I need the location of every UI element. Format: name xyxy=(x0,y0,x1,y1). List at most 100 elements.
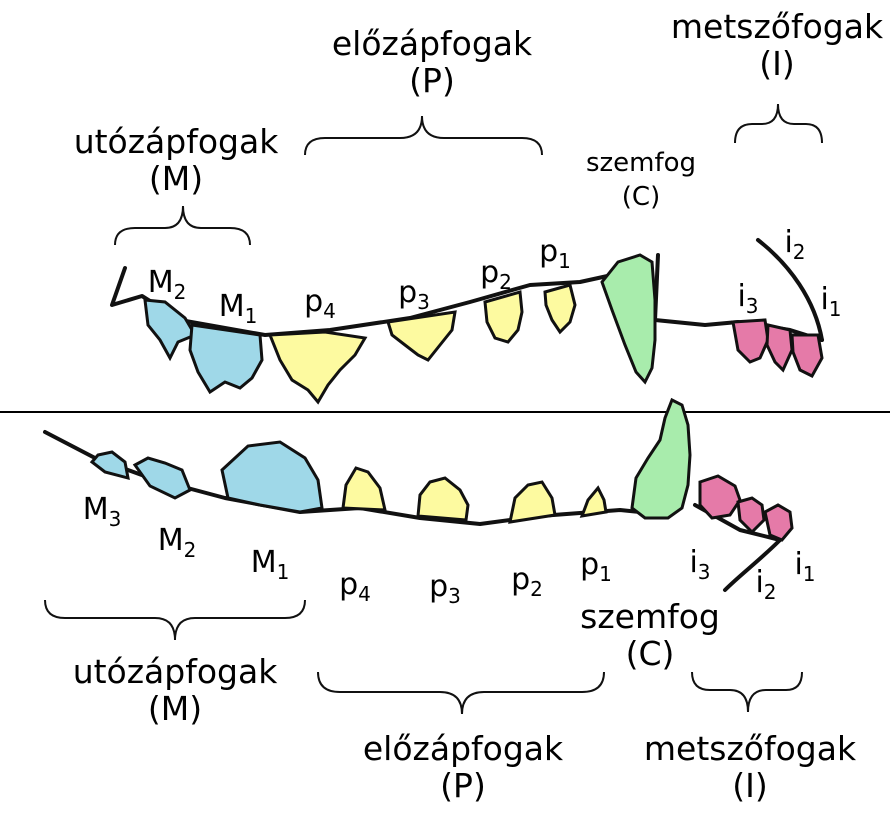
lower-tooth-i3 xyxy=(698,474,742,520)
upper-incisors-abbr: (I) xyxy=(759,44,795,83)
upper-brace-molars xyxy=(114,205,251,246)
tooth-number: 2 xyxy=(173,280,187,304)
upper-tooth-label-m2: M2 xyxy=(147,265,187,304)
upper-tooth-p4 xyxy=(267,330,368,405)
upper-tooth-label-p4: p4 xyxy=(304,284,336,323)
upper-molars-name: utózápfogak xyxy=(73,122,279,161)
upper-brace-incisors xyxy=(734,103,823,144)
lower-tooth-label-i2: i2 xyxy=(755,565,776,603)
tooth-letter: p xyxy=(339,567,359,602)
tooth-number: 1 xyxy=(244,304,258,328)
tooth-letter: M xyxy=(218,289,245,324)
tooth-letter: i xyxy=(689,545,698,580)
lower-brace-premolars xyxy=(317,671,605,715)
upper-brace-premolars xyxy=(304,115,543,156)
lower-tooth-canine xyxy=(630,397,692,520)
tooth-letter: M xyxy=(157,523,184,558)
tooth-letter: M xyxy=(147,265,174,300)
upper-label-incisors: metszőfogak (I) xyxy=(671,10,883,80)
lower-molars-abbr: (M) xyxy=(147,689,203,728)
tooth-letter: p xyxy=(511,562,531,597)
tooth-letter: M xyxy=(250,545,277,580)
tooth-letter: p xyxy=(304,284,324,319)
upper-label-canine: szemfog (C) xyxy=(586,150,696,210)
lower-brace-incisors xyxy=(691,671,803,713)
upper-tooth-label-p3: p3 xyxy=(398,278,430,314)
lower-tooth-label-m3: M3 xyxy=(82,492,122,531)
upper-tooth-p3 xyxy=(386,310,457,362)
tooth-letter: p xyxy=(539,234,559,269)
tooth-number: 1 xyxy=(828,297,842,321)
tooth-number: 3 xyxy=(417,290,430,314)
upper-tooth-label-i2: i2 xyxy=(784,225,806,264)
lower-canine-abbr: (C) xyxy=(625,634,675,673)
upper-tooth-p2 xyxy=(483,290,524,344)
lower-tooth-label-m1: M1 xyxy=(250,545,290,584)
lower-premolars-abbr: (P) xyxy=(440,766,486,805)
lower-tooth-m1 xyxy=(220,440,324,514)
upper-premolars-name: előzápfogak xyxy=(331,24,533,63)
upper-tooth-label-m1: M1 xyxy=(218,289,258,328)
upper-molars-abbr: (M) xyxy=(148,159,204,198)
upper-tooth-label-i3: i3 xyxy=(737,279,759,318)
lower-label-incisors: metszőfogak (I) xyxy=(644,732,856,802)
upper-label-premolars: előzápfogak (P) xyxy=(332,27,532,97)
tooth-letter: i xyxy=(755,565,764,600)
upper-premolars-abbr: (P) xyxy=(409,61,455,100)
tooth-number: 4 xyxy=(323,299,336,323)
tooth-number: 1 xyxy=(276,560,290,584)
lower-premolars-name: előzápfogak xyxy=(362,729,564,768)
upper-tooth-i2 xyxy=(765,323,794,373)
upper-incisor-arch xyxy=(756,238,824,342)
tooth-letter: i xyxy=(794,547,803,582)
tooth-number: 4 xyxy=(358,582,371,606)
upper-tooth-label-p2: p2 xyxy=(480,255,512,294)
lower-tooth-p2 xyxy=(508,480,557,524)
lower-tooth-label-i3: i3 xyxy=(689,545,711,584)
lower-label-canine: szemfog (C) xyxy=(580,600,720,670)
tooth-number: 2 xyxy=(792,240,806,264)
upper-canine-abbr: (C) xyxy=(621,182,661,212)
tooth-number: 1 xyxy=(599,562,612,586)
tooth-number: 3 xyxy=(697,560,711,584)
tooth-number: 1 xyxy=(558,249,571,273)
tooth-letter: p xyxy=(580,547,600,582)
tooth-letter: M xyxy=(82,492,109,527)
tooth-letter: i xyxy=(820,282,829,317)
lower-tooth-p3 xyxy=(416,476,470,522)
upper-jaw xyxy=(110,103,824,405)
lower-tooth-label-i1: i1 xyxy=(794,547,816,586)
upper-tooth-p1 xyxy=(543,283,577,335)
lower-jaw xyxy=(43,397,803,715)
lower-incisors-name: metszőfogak xyxy=(643,729,857,768)
lower-tooth-label-p3: p3 xyxy=(429,569,461,607)
tooth-letter: i xyxy=(784,225,793,260)
lower-brace-molars xyxy=(44,599,306,641)
lower-tooth-p4 xyxy=(341,466,387,512)
lower-label-molars: utózápfogak (M) xyxy=(73,655,278,725)
lower-molars-name: utózápfogak xyxy=(72,652,278,691)
upper-canine-name: szemfog xyxy=(585,148,697,178)
tooth-letter: p xyxy=(480,255,500,290)
tooth-letter: i xyxy=(737,279,746,314)
upper-tooth-i1 xyxy=(790,333,824,378)
lower-tooth-i1 xyxy=(763,503,794,542)
lower-tooth-p1 xyxy=(579,485,608,518)
lower-tooth-label-p1: p1 xyxy=(580,547,612,586)
tooth-number: 2 xyxy=(499,270,512,294)
tooth-number: 1 xyxy=(802,562,816,586)
lower-canine-name: szemfog xyxy=(580,597,720,636)
tooth-number: 3 xyxy=(108,507,122,531)
upper-tooth-i3 xyxy=(731,318,770,364)
upper-tooth-m1 xyxy=(188,323,264,395)
upper-incisors-name: metszőfogak xyxy=(670,7,884,46)
upper-tooth-m2 xyxy=(143,298,198,362)
upper-tooth-label-p1: p1 xyxy=(539,234,571,273)
tooth-letter: p xyxy=(429,569,449,604)
tooth-number: 3 xyxy=(745,294,759,318)
lower-tooth-label-p4: p4 xyxy=(339,567,371,606)
lower-tooth-label-p2: p2 xyxy=(511,562,543,600)
upper-tooth-canine xyxy=(600,253,657,385)
